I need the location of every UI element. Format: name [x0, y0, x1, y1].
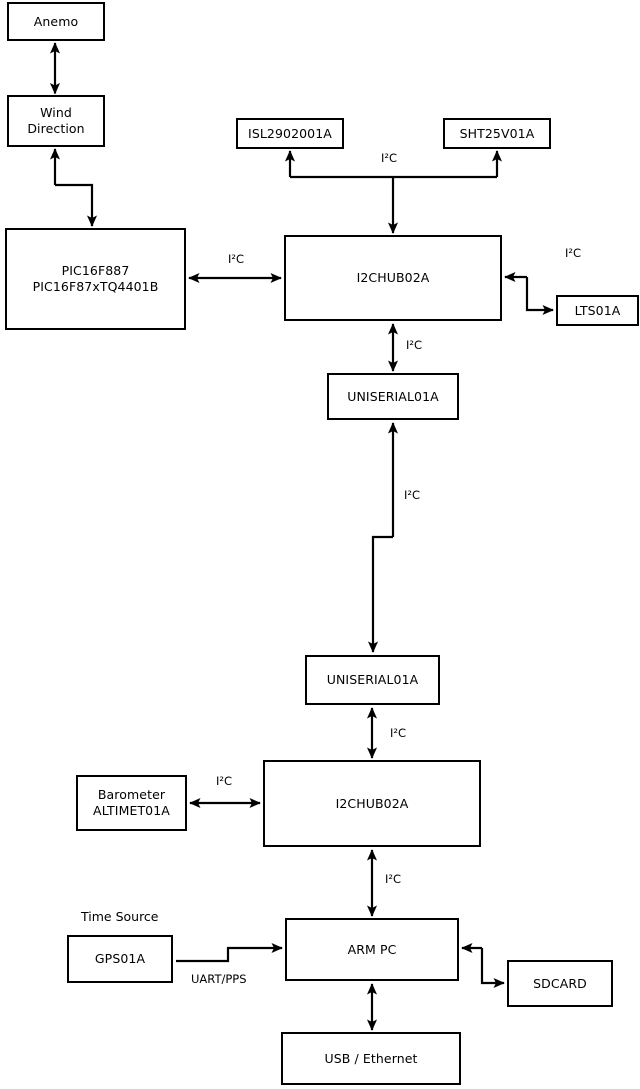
- edge-label-i2c-uniserial-link: I²C: [404, 488, 421, 502]
- node-barometer-altimet01a[interactable]: Barometer ALTIMET01A: [76, 775, 187, 831]
- node-anemo[interactable]: Anemo: [7, 2, 105, 41]
- edge-label-uart-pps: UART/PPS: [191, 972, 247, 986]
- edge-label-i2c-hub-lts: I²C: [565, 246, 582, 260]
- edge-label-i2c-pic-hub: I²C: [228, 252, 245, 266]
- node-i2chub02a-top[interactable]: I2CHUB02A: [284, 235, 502, 321]
- wire-hub-lts-out: [525, 277, 554, 316]
- edge-label-i2c-hub-sensors: I²C: [381, 151, 398, 165]
- wire-uniserial-down: [367, 535, 393, 653]
- wire-arm-sdcard-out: [480, 948, 505, 989]
- node-uniserial01a-upper[interactable]: UNISERIAL01A: [327, 373, 459, 420]
- node-i2chub02a-bottom[interactable]: I2CHUB02A: [263, 760, 481, 847]
- node-arm-pc[interactable]: ARM PC: [285, 918, 459, 981]
- node-sdcard[interactable]: SDCARD: [507, 960, 613, 1007]
- node-lts01a[interactable]: LTS01A: [556, 295, 639, 326]
- node-pic-mcu[interactable]: PIC16F887 PIC16F87xTQ4401B: [5, 228, 186, 330]
- node-usb-ethernet[interactable]: USB / Ethernet: [281, 1032, 461, 1085]
- edge-label-i2c-hub2-arm: I²C: [385, 872, 402, 886]
- node-uniserial01a-lower[interactable]: UNISERIAL01A: [305, 655, 440, 705]
- node-wind-direction[interactable]: Wind Direction: [7, 95, 105, 147]
- wire-gps-arm: [176, 942, 283, 963]
- edge-label-i2c-barometer-hub2: I²C: [216, 774, 233, 788]
- edge-label-i2c-hub-uniserial: I²C: [406, 338, 423, 352]
- node-sht25v01a[interactable]: SHT25V01A: [443, 118, 551, 149]
- node-isl2902001a[interactable]: ISL2902001A: [236, 118, 344, 149]
- node-gps01a[interactable]: GPS01A: [67, 935, 173, 983]
- wire-pic-wind-step: [55, 183, 98, 227]
- annotation-time-source: Time Source: [81, 909, 159, 924]
- edge-label-i2c-uniserial-hub2: I²C: [390, 726, 407, 740]
